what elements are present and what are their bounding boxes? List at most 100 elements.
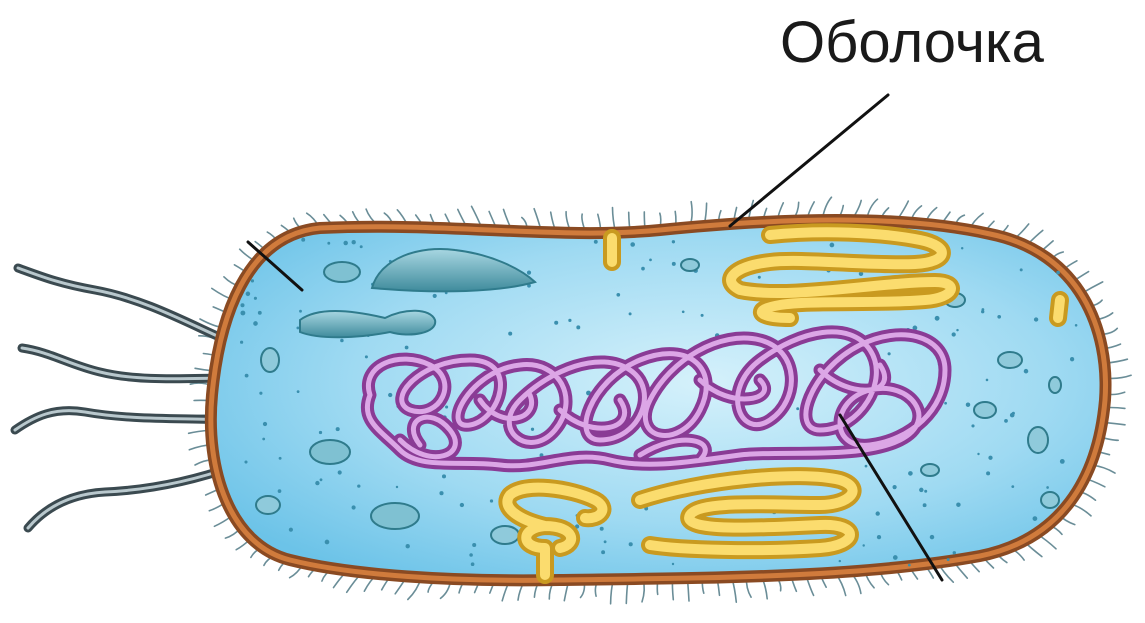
ribosome-dot [672, 563, 674, 565]
ribosome-dot [981, 310, 984, 313]
ribosome-dot [327, 242, 330, 245]
ribosome-dot [406, 544, 410, 548]
ribosome-dot [944, 402, 947, 405]
ribosome-dot [405, 346, 409, 350]
ribosome-dot [865, 465, 868, 468]
ribosome-dot [251, 279, 254, 282]
ribosome-dot [986, 471, 990, 475]
ribosome-dot [352, 505, 356, 509]
ribosome-dot [240, 311, 245, 316]
ribosome-dot [1070, 357, 1074, 361]
vacuole-5 [371, 503, 419, 529]
ribosome-dot [947, 558, 950, 561]
ribosome-dot [289, 528, 293, 532]
ribosome-dot [908, 564, 911, 567]
vacuole-16 [1049, 377, 1061, 393]
ribosome-dot [527, 271, 531, 275]
ribosome-dot [439, 491, 443, 495]
ribosome-dot [977, 453, 979, 455]
flagellum-1 [18, 268, 238, 345]
ribosome-dot [1033, 516, 1038, 521]
ribosome-dot [796, 407, 799, 410]
ribosome-dot [325, 540, 330, 545]
ribosome-dot [649, 259, 652, 262]
vacuole-3 [324, 262, 360, 282]
ribosome-dot [445, 405, 448, 408]
ribosome-dot [682, 310, 685, 313]
ribosome-dot [594, 240, 598, 244]
ribosome-dot [758, 276, 761, 279]
ribosome-dot [262, 438, 265, 441]
ribosome-dot [601, 550, 605, 554]
ribosome-dot [240, 341, 243, 344]
ribosome-dot [641, 267, 645, 271]
ribosome-dot [320, 478, 323, 481]
ribosome-dot [315, 481, 319, 485]
ribosome-dot [616, 293, 620, 297]
vacuole-4 [310, 440, 350, 464]
ribosome-dot [862, 544, 864, 546]
ribosome-dot [554, 321, 558, 325]
ribosome-dot [924, 490, 927, 493]
ribosome-dot [986, 379, 989, 382]
vacuole-13 [1041, 492, 1059, 508]
flagellum-2 [22, 348, 232, 379]
ribosome-dot [490, 499, 493, 502]
ribosome-dot [919, 488, 923, 492]
ribosome-dot [629, 312, 632, 315]
vacuole-7 [256, 496, 280, 514]
ribosome-dot [469, 553, 473, 557]
ribosome-dot [966, 402, 970, 406]
ribosome-dot [830, 243, 835, 248]
ribosome-dot [953, 551, 956, 554]
ribosome-dot [246, 292, 251, 297]
ribosome-dot [1020, 268, 1023, 271]
ribosome-dot [352, 240, 356, 244]
ribosome-dot [956, 329, 958, 331]
ribosome-dot [360, 245, 363, 248]
ribosome-dot [876, 511, 880, 515]
ribosome-dot [263, 422, 267, 426]
ribosome-dot [460, 503, 464, 507]
ribosome-dot [935, 316, 940, 321]
ribosome-dot [1056, 271, 1060, 275]
ribosome-dot [971, 424, 974, 427]
ribosome-dot [319, 431, 322, 434]
ribosome-dot [1046, 486, 1049, 489]
ribosome-dot [296, 326, 299, 329]
ribosome-dot [258, 311, 262, 315]
ribosome-dot [1034, 317, 1038, 321]
vacuole-6 [261, 348, 279, 372]
ribosome-dot [997, 315, 1001, 319]
flagellum-3 [15, 411, 226, 430]
ribosome-dot [240, 303, 244, 307]
ribosome-dot [888, 352, 891, 355]
ribosome-dot [253, 321, 258, 326]
ribosome-dot [923, 503, 927, 507]
vacuole-8 [491, 526, 519, 544]
ribosome-dot [531, 428, 534, 431]
ribosome-dot [600, 527, 604, 531]
vacuole-11 [974, 402, 996, 418]
ribosome-dot [956, 502, 960, 506]
ribosome-dot [338, 470, 342, 474]
ribosome-dot [340, 339, 344, 343]
ribosome-dot [908, 471, 913, 476]
ribosome-dot [1024, 369, 1029, 374]
ribosome-dot [630, 242, 635, 247]
ribosome-dot [357, 484, 360, 487]
ribosome-dot [388, 393, 392, 397]
ribosome-dot [1075, 324, 1078, 327]
inclusion-right-edge [1058, 300, 1060, 318]
flagellum-4 [28, 466, 235, 528]
ribosome-dot [254, 297, 257, 300]
ribosome-dot [672, 240, 675, 243]
ribosome-dot [701, 314, 704, 317]
ribosome-dot [433, 294, 437, 298]
ribosome-dot [930, 535, 934, 539]
ribosome-dot [568, 319, 571, 322]
ribosome-dot [893, 485, 897, 489]
ribosome-dot [471, 562, 475, 566]
ribosome-dot [576, 325, 580, 329]
